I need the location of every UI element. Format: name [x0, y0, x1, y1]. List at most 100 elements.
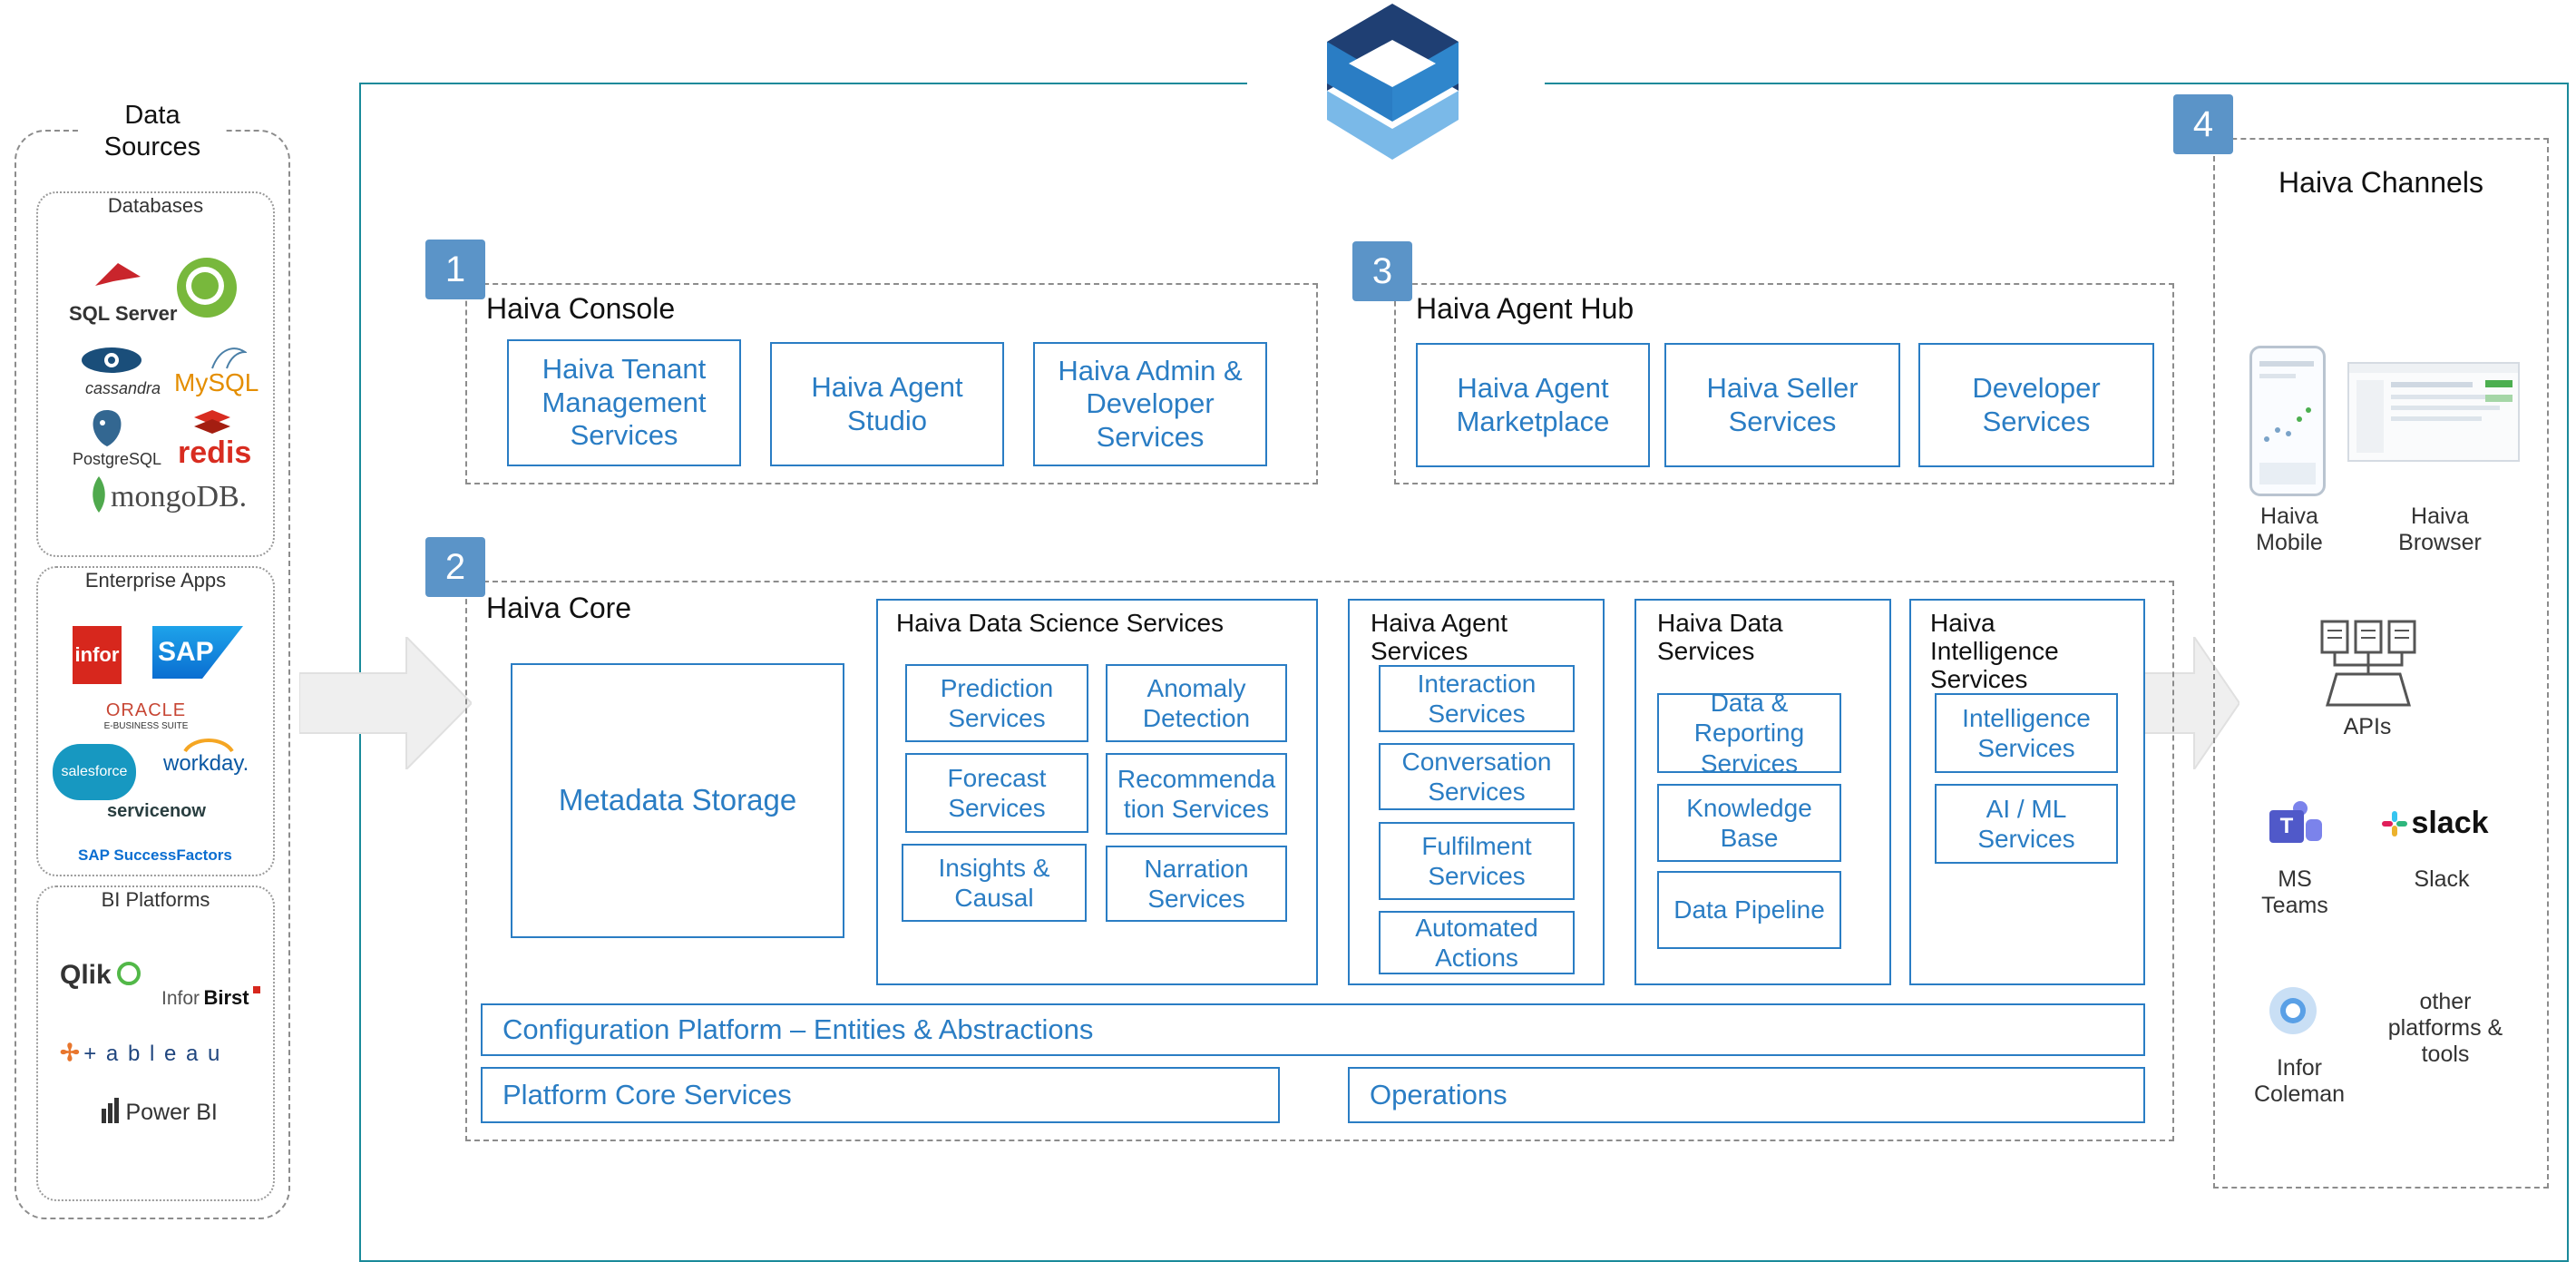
- anomaly-detection-box: Anomaly Detection: [1106, 664, 1287, 742]
- mongodb-logo: mongoDB.: [91, 476, 254, 522]
- mobile-device-icon: [2249, 346, 2326, 496]
- intelligence-services-title: Haiva Intelligence Services: [1930, 609, 2059, 693]
- conversation-services-box: Conversation Services: [1379, 743, 1575, 810]
- ai-ml-services-box: AI / ML Services: [1935, 784, 2118, 864]
- channels-badge: 4: [2173, 94, 2233, 154]
- databases-panel: [36, 191, 275, 557]
- databases-title: Databases: [107, 194, 204, 217]
- sql-server-label: SQL Server: [69, 302, 178, 325]
- data-services-group: [1634, 599, 1891, 985]
- infor-birst-infor-label: Infor: [161, 988, 200, 1009]
- mysql-logo: MySQL: [174, 345, 259, 399]
- salesforce-logo: salesforce: [53, 744, 136, 800]
- intelligence-services-box: Intelligence Services: [1935, 693, 2118, 773]
- servicenow-logo: servicenow: [107, 801, 206, 821]
- insights-causal-box: Insights & Causal: [902, 844, 1087, 922]
- recommendation-services-box: Recommenda tion Services: [1106, 753, 1287, 835]
- data-science-services-group: [876, 599, 1318, 985]
- haiva-browser-label: Haiva Browser: [2398, 504, 2482, 555]
- ms-teams-label: MS Teams: [2261, 866, 2328, 918]
- redis-logo: redis: [172, 408, 254, 472]
- haiva-logo: [1327, 4, 1459, 160]
- agent-marketplace-box: Haiva Agent Marketplace: [1416, 343, 1650, 467]
- narration-services-box: Narration Services: [1106, 846, 1287, 922]
- agent-hub-badge: 3: [1352, 241, 1412, 301]
- console-title: Haiva Console: [486, 292, 676, 325]
- qlik-logo: Qlik: [60, 960, 141, 996]
- input-arrow: [299, 637, 472, 769]
- metadata-storage-box: Metadata Storage: [511, 663, 844, 938]
- postgresql-label: PostgreSQL: [73, 450, 162, 468]
- cassandra-label: cassandra: [85, 379, 161, 397]
- seller-services-box: Haiva Seller Services: [1664, 343, 1900, 467]
- channels-group: [2213, 138, 2549, 1189]
- slack-label: Slack: [2414, 866, 2470, 892]
- agent-services-title: Haiva Agent Services: [1371, 609, 1508, 665]
- operations-bar: Operations: [1348, 1067, 2145, 1123]
- slack-logo: slack: [2382, 806, 2500, 846]
- fulfilment-services-box: Fulfilment Services: [1379, 822, 1575, 900]
- tableau-logo: ✢ + a b l e a u: [60, 1039, 222, 1066]
- ms-teams-icon: T: [2269, 801, 2322, 845]
- mysql-label: MySQL: [174, 368, 259, 396]
- other-platforms-label: other platforms & tools: [2387, 989, 2503, 1067]
- enterprise-apps-panel: [36, 566, 275, 876]
- mongodb-label: mongoDB.: [111, 480, 248, 514]
- infor-label: infor: [74, 643, 120, 666]
- core-group: [465, 581, 2174, 1141]
- platform-core-services-bar: Platform Core Services: [481, 1067, 1280, 1123]
- core-title: Haiva Core: [486, 592, 632, 624]
- tenant-management-services-box: Haiva Tenant Management Services: [507, 339, 741, 466]
- output-arrow: [2143, 637, 2239, 769]
- sap-successfactors-logo: SAP SuccessFactors: [78, 846, 232, 864]
- agent-hub-title: Haiva Agent Hub: [1416, 292, 1634, 325]
- prediction-services-box: Prediction Services: [905, 664, 1088, 742]
- console-group: [465, 283, 1318, 484]
- configuration-platform-bar: Configuration Platform – Entities & Abst…: [481, 1003, 2145, 1056]
- developer-services-box: Developer Services: [1918, 343, 2154, 467]
- agent-studio-box: Haiva Agent Studio: [770, 342, 1004, 466]
- data-services-title: Haiva Data Services: [1657, 609, 1783, 665]
- tableau-label: + a b l e a u: [83, 1042, 222, 1066]
- infor-birst-logo: Infor Birst: [161, 986, 261, 1019]
- postgresql-logo: PostgreSQL: [73, 408, 161, 470]
- power-bi-label: Power BI: [125, 1100, 218, 1125]
- data-sources-title: Data Sources: [80, 100, 225, 163]
- browser-window-icon: [2347, 362, 2520, 462]
- haiva-mobile-label: Haiva Mobile: [2256, 504, 2323, 555]
- bi-platforms-panel: [36, 885, 275, 1201]
- workday-label: workday.: [163, 751, 249, 776]
- power-bi-logo: Power BI: [100, 1098, 227, 1134]
- core-badge: 2: [425, 537, 485, 597]
- data-reporting-services-box: Data & Reporting Services: [1657, 689, 1841, 778]
- oracle-suite-label: E-BUSINESS SUITE: [103, 721, 189, 731]
- apis-label: APIs: [2343, 714, 2392, 739]
- infor-logo: infor: [73, 626, 122, 684]
- oracle-label: ORACLE: [105, 700, 187, 720]
- apis-icon: [2320, 620, 2416, 707]
- qlik-label: Qlik: [60, 960, 112, 990]
- knowledge-base-box: Knowledge Base: [1657, 784, 1841, 862]
- console-badge: 1: [425, 240, 485, 299]
- mysql-green-logo: [177, 258, 237, 318]
- sap-label: SAP: [158, 637, 214, 667]
- forecast-services-box: Forecast Services: [905, 753, 1088, 833]
- enterprise-apps-title: Enterprise Apps: [84, 569, 227, 592]
- channels-title: Haiva Channels: [2278, 166, 2483, 199]
- bi-platforms-title: BI Platforms: [101, 888, 210, 911]
- salesforce-label: salesforce: [61, 764, 128, 779]
- oracle-logo: ORACLE E-BUSINESS SUITE: [87, 700, 205, 737]
- interaction-services-box: Interaction Services: [1379, 665, 1575, 732]
- agent-services-group: [1348, 599, 1605, 985]
- sql-server-logo: SQL Server: [63, 259, 177, 331]
- admin-developer-services-box: Haiva Admin & Developer Services: [1033, 342, 1267, 466]
- intelligence-services-group: [1909, 599, 2145, 985]
- redis-label: redis: [178, 435, 252, 470]
- infor-coleman-label: Infor Coleman: [2253, 1055, 2346, 1107]
- agent-hub-group: [1394, 283, 2174, 484]
- slack-logo-text: slack: [2411, 806, 2489, 840]
- automated-actions-box: Automated Actions: [1379, 911, 1575, 974]
- infor-birst-birst-label: Birst: [203, 986, 249, 1009]
- data-pipeline-box: Data Pipeline: [1657, 871, 1841, 949]
- cassandra-logo: cassandra: [80, 345, 161, 399]
